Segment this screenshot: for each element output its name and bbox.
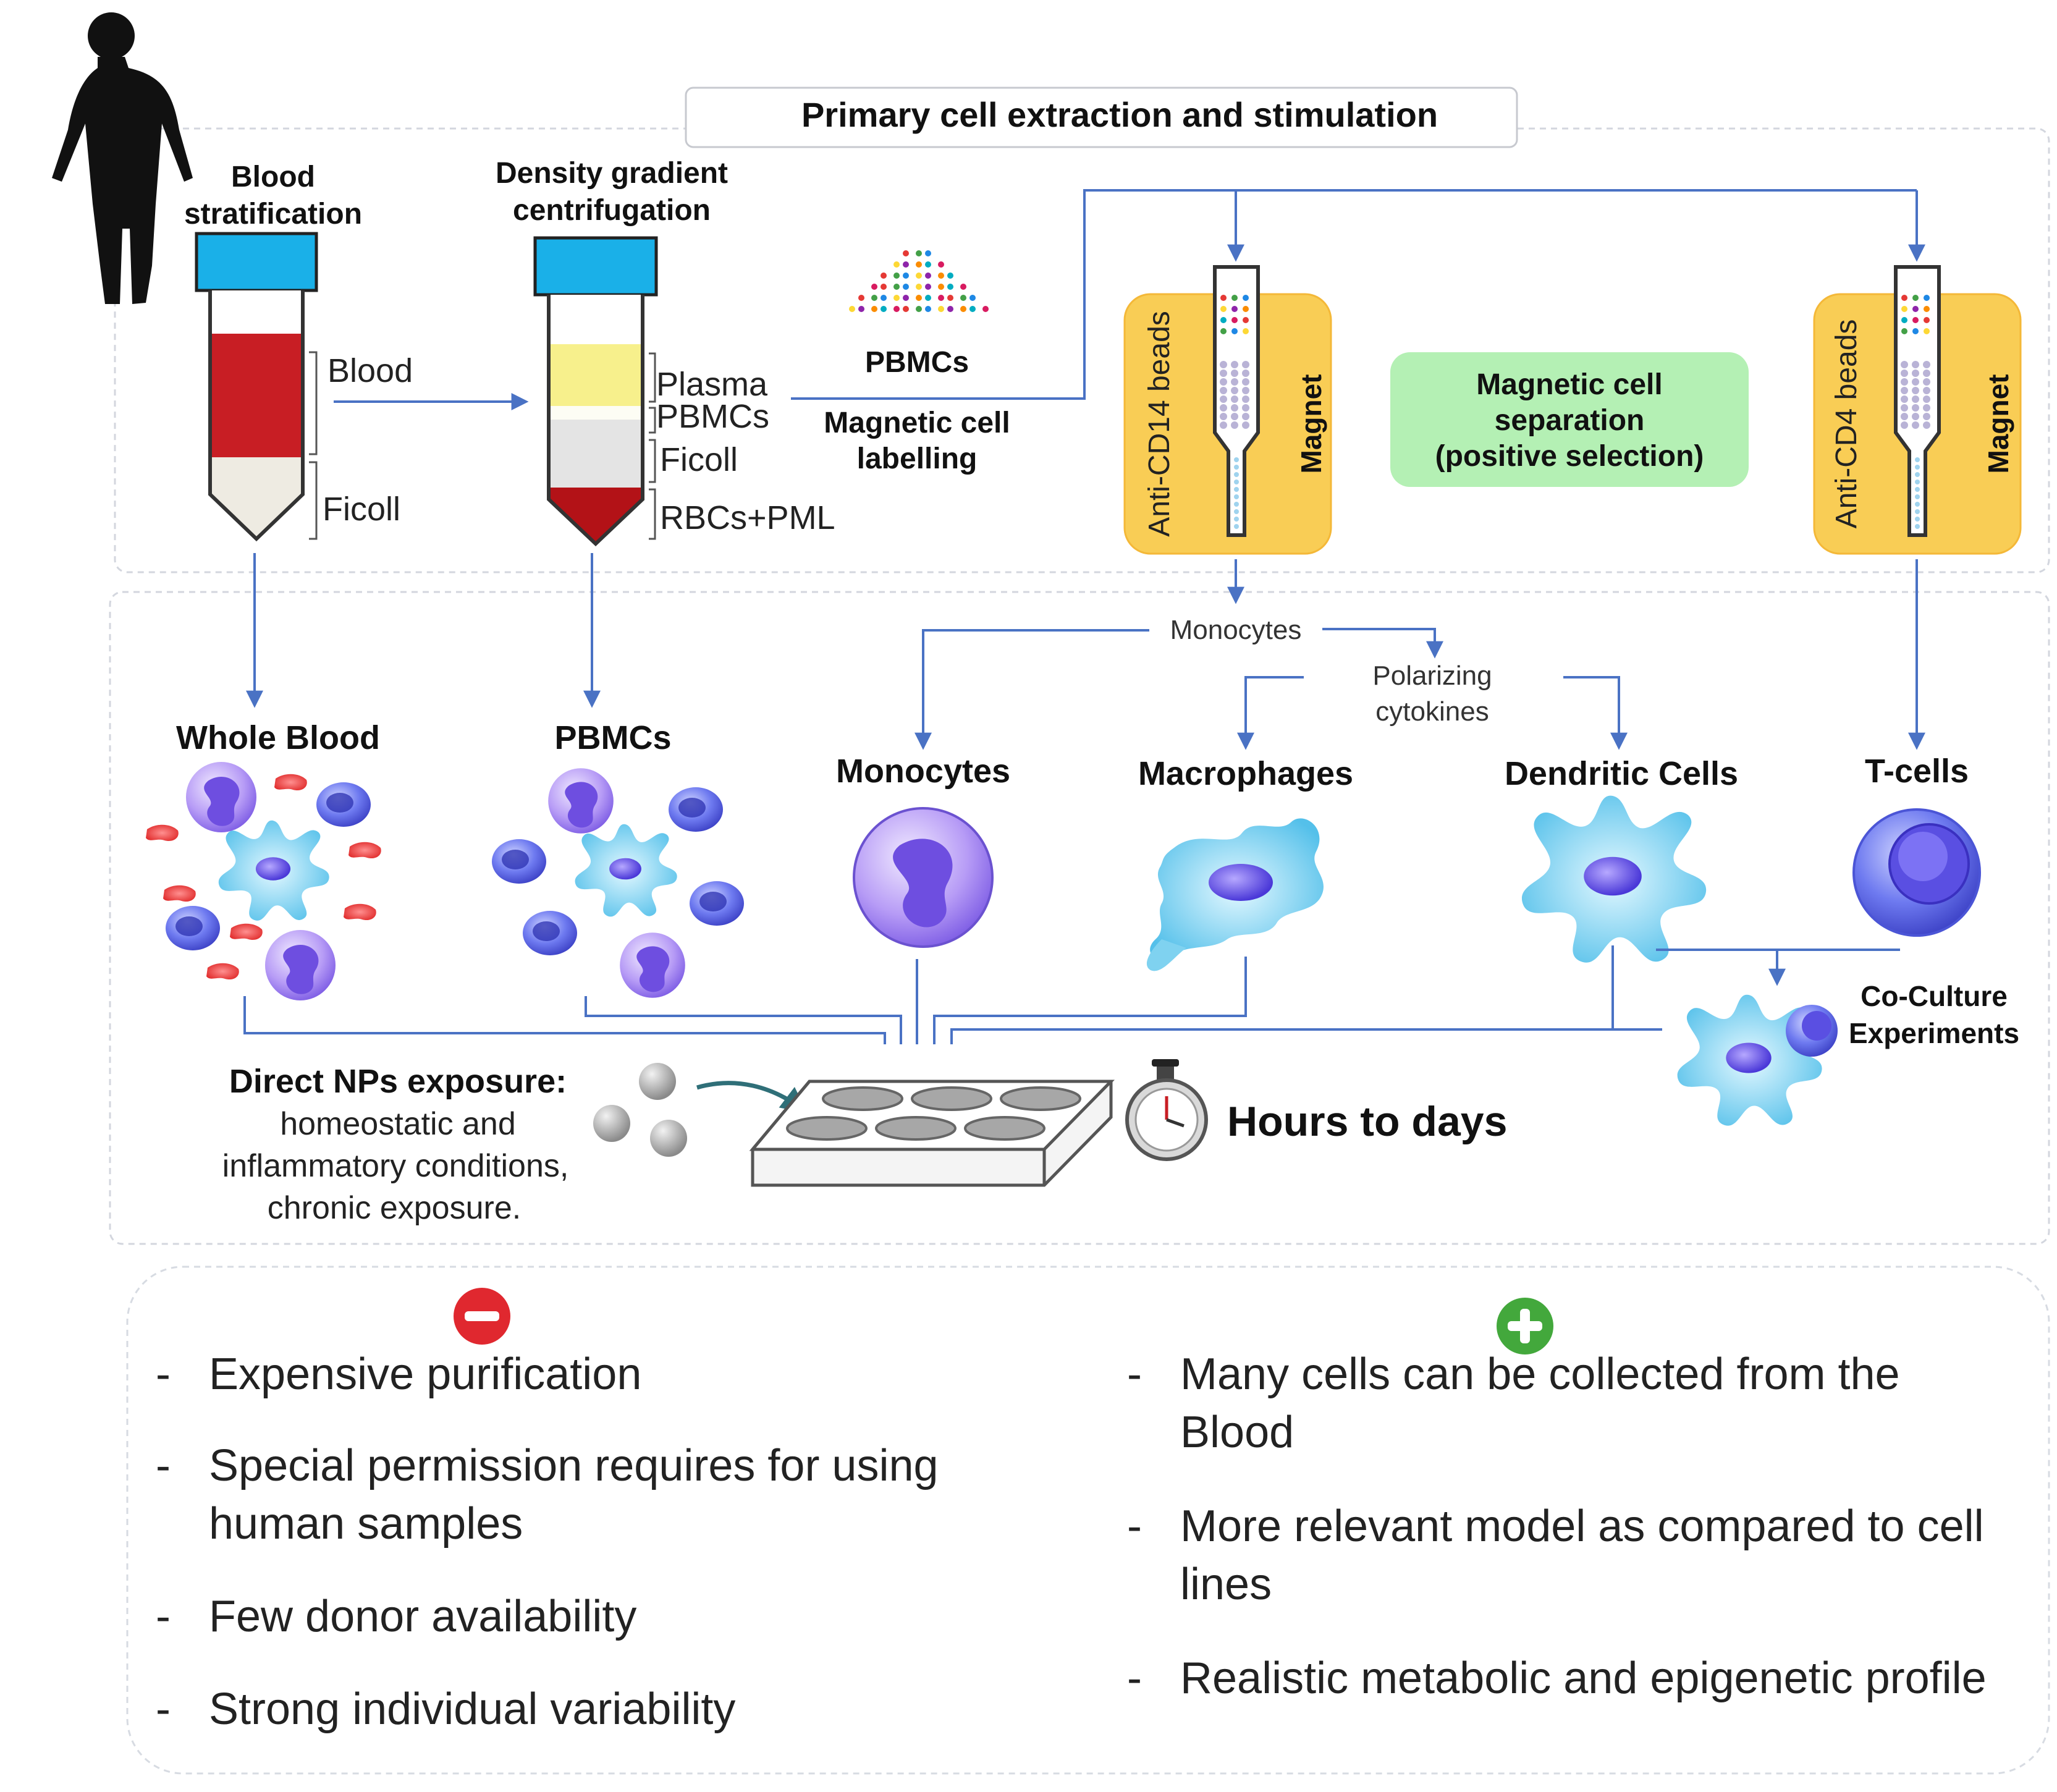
flow-polarizing-line1: Polarizing (1372, 661, 1492, 691)
tube2-layer-ficoll: Ficoll (660, 441, 738, 478)
tcell-icon (1852, 808, 1981, 937)
tube1-label-line1: Blood (231, 161, 315, 193)
pros-item-2-line1: More relevant model as compared to cell (1180, 1502, 1984, 1551)
separation-line2: separation (1495, 404, 1645, 437)
middle-panel (109, 591, 2050, 1245)
separation-line3: (positive selection) (1435, 440, 1704, 473)
tube1-blood-layer (210, 334, 303, 457)
cons-dash-4: - (156, 1684, 171, 1734)
labelling-line1: Magnetic cell (824, 407, 1010, 439)
cons-dash-1: - (156, 1350, 171, 1399)
plus-icon (1497, 1298, 1553, 1355)
flow-polarizing-line2: cytokines (1375, 696, 1489, 727)
tube1-ficoll-layer (210, 457, 303, 539)
tube2-layer-pbmcs: PBMCs (656, 398, 769, 435)
human-silhouette-icon (52, 12, 193, 304)
exposure-line2: inflammatory conditions, (222, 1148, 569, 1184)
cd4-beads-label: Anti-CD4 beads (1830, 319, 1863, 529)
tube2-label-line1: Density gradient (496, 157, 728, 190)
header-box (685, 87, 1518, 148)
tube-density-gradient: Density gradient centrifugation Plasma P… (496, 157, 835, 547)
bottom-panel (126, 1266, 2050, 1775)
cons-list: - Expensive purification - Special permi… (156, 1350, 939, 1734)
cell-label-macrophages: Macrophages (1138, 755, 1353, 792)
connector-to-columns (791, 189, 1917, 400)
tube2-layer-rbcs: RBCs+PML (660, 499, 835, 536)
tube2-ficoll-layer (549, 420, 643, 488)
coculture-line1: Co-Culture (1861, 980, 2008, 1012)
tube2-layer-plasma: Plasma (656, 366, 768, 403)
tube2-rbc-layer (549, 488, 643, 544)
coculture-line2: Experiments (1849, 1017, 2019, 1049)
cell-label-dendritic: Dendritic Cells (1505, 755, 1738, 792)
tube1-cap (195, 232, 318, 292)
column-cd4: Anti-CD4 beads Magnet (1813, 265, 2022, 555)
coculture-cells-icon (1677, 994, 1838, 1126)
dendritic-cell-icon (1521, 795, 1707, 963)
cell-label-pbmcs: PBMCs (554, 719, 671, 756)
well-plate-icon (749, 1080, 1115, 1187)
cons-item-3: Few donor availability (209, 1592, 636, 1641)
cons-dash-3: - (156, 1592, 171, 1641)
cell-label-tcells: T-cells (1865, 753, 1969, 790)
tube2-label-line2: centrifugation (513, 194, 711, 227)
arrow-to-dendritic (1563, 676, 1628, 750)
cons-item-1: Expensive purification (209, 1350, 641, 1399)
tube2-plasma-layer (549, 344, 643, 406)
exposure-line1: homeostatic and (280, 1106, 516, 1142)
monocyte-cell-icon (853, 807, 994, 948)
pbmc-beads-cluster-icon (849, 250, 989, 312)
cd14-beads-label: Anti-CD14 beads (1143, 311, 1176, 537)
exposure-line3: chronic exposure. (268, 1190, 521, 1226)
column-cd14: Anti-CD14 beads Magnet (1123, 265, 1332, 555)
cd4-magnet-label: Magnet (1982, 374, 2014, 474)
stopwatch-icon (1125, 1059, 1208, 1161)
cell-label-whole-blood: Whole Blood (176, 719, 380, 756)
arrow-to-monocytes (914, 629, 1149, 750)
arrow-to-macrophages (1237, 676, 1304, 750)
minus-icon (454, 1288, 510, 1345)
arrow-to-polarizing (1322, 628, 1443, 659)
tube1-label-line2: stratification (184, 198, 362, 230)
plate-connectors (243, 945, 1662, 1044)
cons-item-2-line2: human samples (209, 1499, 523, 1549)
tube2-cap (533, 236, 658, 297)
pros-dash-2: - (1127, 1502, 1142, 1551)
pros-item-1-line2: Blood (1180, 1408, 1294, 1457)
pbmc-cells-icon (492, 768, 744, 998)
duration-label: Hours to days (1227, 1098, 1507, 1145)
cell-label-monocytes: Monocytes (836, 753, 1010, 790)
cd14-magnet-label: Magnet (1295, 374, 1327, 474)
top-panel (114, 127, 2050, 573)
pros-item-2-line2: lines (1180, 1560, 1272, 1609)
pros-item-1-line1: Many cells can be collected from the (1180, 1350, 1900, 1399)
separation-line1: Magnetic cell (1476, 368, 1662, 401)
exposure-title: Direct NPs exposure: (229, 1063, 567, 1100)
pros-item-3: Realistic metabolic and epigenetic profi… (1180, 1654, 1987, 1703)
pros-dash-1: - (1127, 1350, 1142, 1399)
cons-item-4: Strong individual variability (209, 1684, 735, 1734)
labelling-pbmcs: PBMCs (865, 346, 969, 379)
labelling-line2: labelling (857, 442, 978, 475)
separation-box (1390, 352, 1749, 487)
cons-dash-2: - (156, 1441, 171, 1490)
cons-item-2-line1: Special permission requires for using (209, 1441, 939, 1490)
flow-monocytes: Monocytes (1170, 615, 1302, 645)
tube-blood-stratification: Blood stratification Blood Ficoll (184, 161, 413, 542)
pros-dash-3: - (1127, 1654, 1142, 1703)
whole-blood-cells-icon (146, 761, 381, 1000)
nanoparticles-icon (593, 1063, 687, 1157)
macrophage-cell-icon (1146, 818, 1324, 971)
tube1-layer-blood: Blood (327, 352, 413, 389)
header-title: Primary cell extraction and stimulation (801, 95, 1438, 134)
pros-list: - Many cells can be collected from the B… (1127, 1350, 1987, 1703)
tube1-layer-ficoll: Ficoll (323, 491, 400, 528)
